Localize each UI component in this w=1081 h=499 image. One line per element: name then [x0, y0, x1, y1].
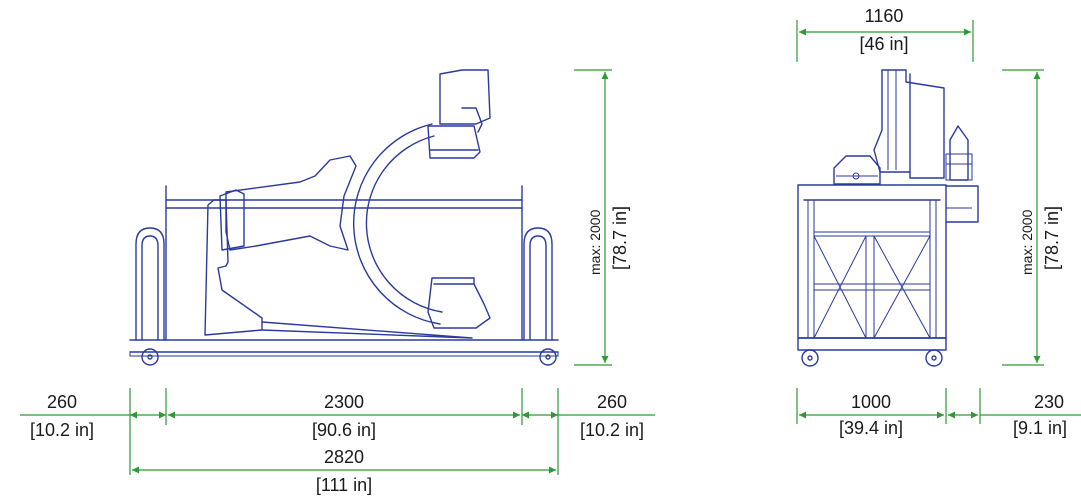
end-view: [797, 69, 979, 367]
side-view-c-arm: [204, 69, 491, 339]
side-view-right-handle: [523, 227, 553, 341]
side-view-left-wheel: [141, 348, 159, 366]
top-width-mm-label: 1160: [865, 6, 904, 26]
total-length-mm-label: 2820: [324, 447, 364, 467]
side-view: [129, 69, 559, 366]
side-view-cart-frame: [129, 185, 559, 357]
side-view-height-dimension: max: 2000 [78.7 in]: [574, 69, 630, 366]
end-view-height-dimension: max: 2000 [78.7 in]: [1002, 69, 1062, 366]
end-view-cart-frame: [797, 184, 979, 351]
side-view-right-wheel: [539, 348, 557, 366]
frame-length-in-label: [90.6 in]: [312, 420, 376, 440]
side-height-in-label: [78.7 in]: [610, 206, 630, 270]
top-width-in-label: [46 in]: [859, 34, 908, 54]
base-width-mm-label: 1000: [851, 392, 891, 412]
end-height-mm-label: max: 2000: [1019, 209, 1035, 275]
side-overhang-mm-label: 230: [1034, 392, 1064, 412]
side-overhang-in-label: [9.1 in]: [1013, 418, 1067, 438]
end-height-in-label: [78.7 in]: [1042, 206, 1062, 270]
end-view-width-dimension: 1160 [46 in]: [796, 6, 974, 62]
left-overhang-mm-label: 260: [47, 392, 77, 412]
side-view-left-handle: [135, 227, 165, 341]
right-overhang-mm-label: 260: [597, 392, 627, 412]
end-view-left-wheel: [801, 349, 819, 367]
base-width-in-label: [39.4 in]: [839, 418, 903, 438]
end-view-right-wheel: [925, 349, 943, 367]
frame-length-mm-label: 2300: [324, 392, 364, 412]
left-overhang-in-label: [10.2 in]: [30, 420, 94, 440]
end-view-base-dimensions: 1000 [39.4 in] 230 [9.1 in]: [796, 388, 1081, 438]
side-height-mm-label: max: 2000: [587, 209, 603, 275]
side-view-length-dimensions: 260 [10.2 in] 2300 [90.6 in] 260 [10.2 i…: [20, 388, 655, 495]
total-length-in-label: [111 in]: [316, 475, 372, 495]
right-overhang-in-label: [10.2 in]: [580, 420, 644, 440]
end-view-c-arm: [833, 69, 973, 185]
